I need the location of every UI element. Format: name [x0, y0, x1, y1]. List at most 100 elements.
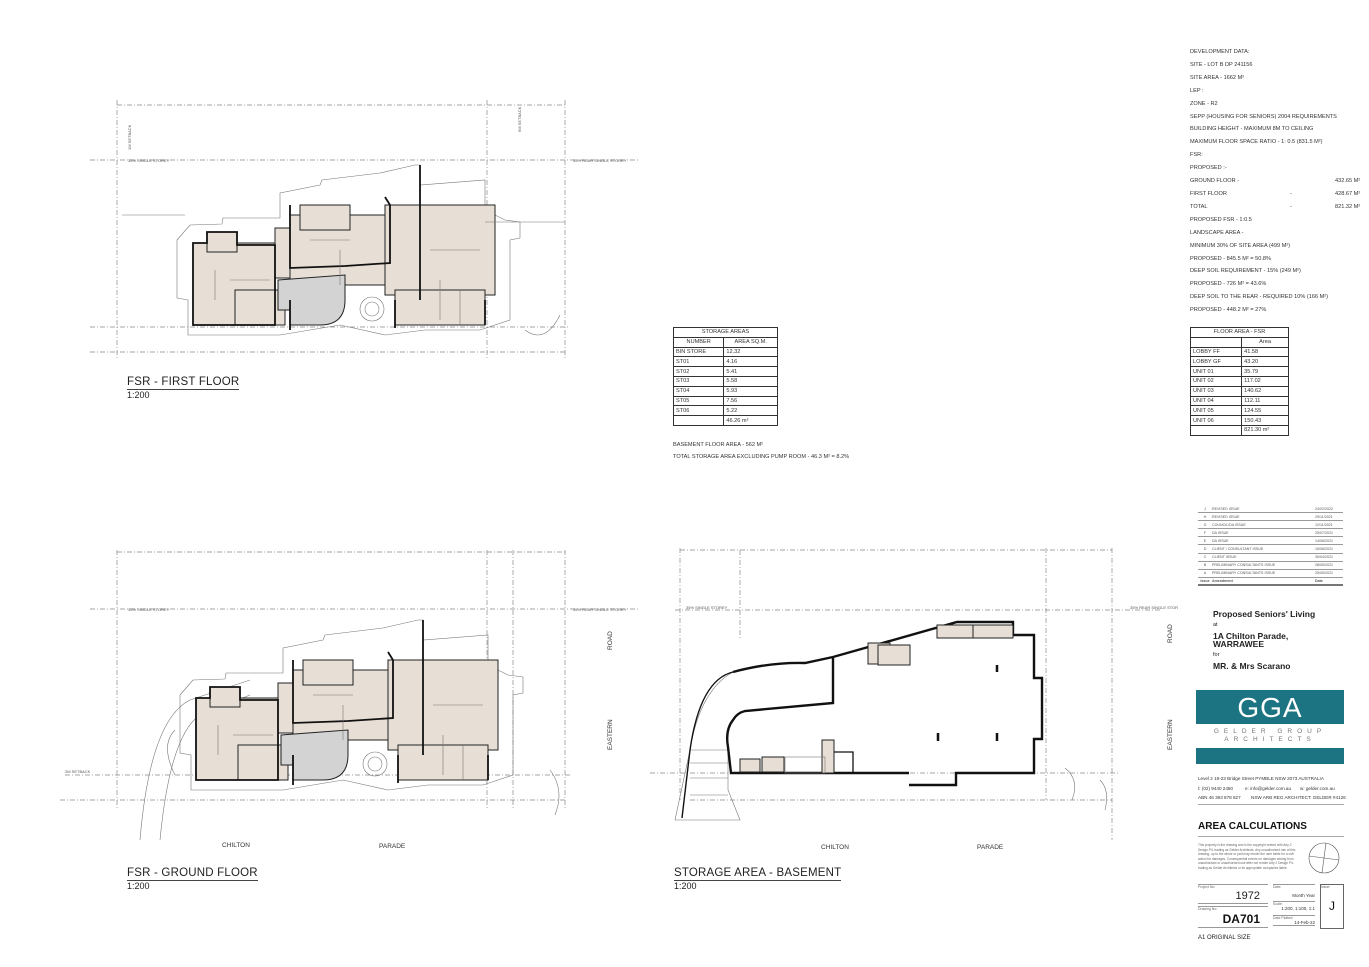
development-data-row: MINIMUM 30% OF SITE AREA (499 M²) [1190, 240, 1360, 253]
revision-cell: CLIENT / CONSULTANT ISSUE [1212, 547, 1264, 552]
col-header: NUMBER [672, 336, 725, 348]
development-data-row: TOTAL-821.32 M² [1190, 201, 1360, 214]
table-cell: ST03 [672, 375, 725, 387]
development-data-v: 432.65 M² [1335, 178, 1361, 185]
first-floor-plan: 35% SINGLE STOREY 35% REAR SINGLE STOREY… [90, 100, 640, 360]
table-cell: 46.26 m² [723, 415, 778, 426]
revision-cell: DA ISSUE [1212, 530, 1229, 535]
basement-plan: 35% SINGLE STOREY 35% REAR SINGLE STOR [650, 548, 1178, 840]
table-cell: 5.22 [723, 405, 778, 417]
table-cell: ST02 [672, 366, 725, 377]
table-cell: 12.32 [723, 346, 778, 358]
development-data-k: ZONE - R2 [1190, 100, 1218, 107]
logo-mark: GGA [1237, 692, 1303, 723]
development-data-k: FIRST FLOOR [1190, 190, 1227, 197]
development-data-k: PROPOSED - 726 M² = 43.6% [1190, 281, 1267, 288]
revision-cell: 29/11/2021 [1315, 514, 1333, 519]
development-data-d: - [1290, 203, 1292, 210]
sheet-size: A1 ORIGINAL SIZE [1198, 935, 1251, 941]
table-cell: 821.30 m² [1241, 424, 1289, 436]
table-cell: ST04 [672, 385, 725, 397]
revision-cell: PRELIMINARY CONSULTANTS ISSUE [1212, 571, 1276, 576]
firm-web: w: gelder.com.au [1300, 786, 1335, 791]
label: Scale: [1273, 902, 1283, 906]
street-label-road-gf: ROAD [607, 631, 614, 650]
revision-cell: 15/06/2021 [1315, 547, 1333, 552]
development-data-d: - [1290, 190, 1292, 197]
table-title: FLOOR AREA - FSR [1190, 327, 1289, 338]
revision-cell: 25/07/2021 [1315, 530, 1333, 535]
table-cell: UNIT 06 [1189, 415, 1243, 426]
plan-label-single-storey: 35% SINGLE STOREY [686, 605, 728, 610]
revision-cell: 12/11/2021 [1315, 522, 1333, 527]
table-cell: 117.02 [1241, 375, 1289, 387]
development-data-k: MINIMUM 30% OF SITE AREA (499 M²) [1190, 242, 1291, 249]
development-data-row: LEP : [1190, 85, 1360, 98]
development-data-d [1290, 240, 1335, 253]
table-cell: UNIT 02 [1189, 375, 1243, 387]
project-name: Proposed Seniors' Living [1213, 609, 1316, 619]
sheet-title: AREA CALCULATIONS [1198, 821, 1307, 832]
project-address-1: 1A Chilton Parade, [1213, 631, 1289, 641]
revision-cell: COUNCIL/DA ISSUE [1212, 522, 1246, 527]
development-data-d [1290, 111, 1335, 124]
plan-scale: 1:200 [674, 881, 697, 891]
revision-header-cell: Issue [1200, 578, 1210, 583]
development-data-d [1290, 72, 1335, 85]
development-data-k: GROUND FLOOR - [1190, 178, 1240, 185]
project-at: at [1213, 622, 1218, 628]
project-info: Proposed Seniors' Living at 1A Chilton P… [1213, 609, 1315, 672]
table-cell: UNIT 05 [1189, 405, 1243, 417]
first-floor-building [176, 164, 521, 336]
development-data-d [1290, 149, 1335, 162]
plan-label-single-storey: 35% SINGLE STOREY [128, 158, 170, 163]
revision-cell: F [1203, 530, 1207, 535]
revision-cell: 14/06/2021 [1315, 538, 1333, 543]
revision-cell: 24/02/2022 [1315, 506, 1333, 511]
plan-title: FSR - FIRST FLOOR [127, 376, 240, 390]
development-data-k: LEP : [1190, 87, 1204, 94]
development-data-k: SEPP (HOUSING FOR SENIORS) 2004 REQUIREM… [1190, 113, 1337, 120]
development-data-row: PROPOSED - 448.2 M² = 27% [1190, 304, 1360, 317]
basement-title-block: STORAGE AREA - BASEMENT 1:200 [674, 867, 842, 891]
label: Date Plotted: [1273, 916, 1294, 920]
col-header: AREA SQ.M. [723, 336, 778, 348]
revision-cell: 28/05/2021 [1315, 563, 1333, 568]
issue-cell: Issue: J [1320, 884, 1344, 929]
development-data-v: 428.67 M² [1335, 190, 1361, 197]
revision-cell: PRELIMINARY CONSULTANTS ISSUE [1212, 563, 1276, 568]
project-address-2: WARRAWEE [1213, 639, 1264, 649]
table-cell: 41.58 [1241, 346, 1289, 358]
development-data-row: DEEP SOIL TO THE REAR - REQUIRED 10% (16… [1190, 291, 1360, 304]
firm-email: e: info@gelder.com.au [1245, 786, 1292, 791]
project-number: 1972 [1235, 890, 1260, 902]
development-data-k: BUILDING HEIGHT - MAXIMUM 8M TO CEILING [1190, 126, 1314, 133]
development-data-d [1290, 162, 1335, 175]
development-data-row: FIRST FLOOR - 428.67 M² [1190, 188, 1360, 201]
development-data-d [1290, 46, 1335, 59]
table-cell [672, 415, 725, 426]
revision-cell: J [1204, 506, 1206, 511]
plan-label-single-storey: 35% SINGLE STOREY [128, 607, 170, 612]
first-floor-title-block: FSR - FIRST FLOOR 1:200 [127, 376, 240, 400]
plot-date: 14-Feb-22 [1273, 920, 1315, 926]
development-data-row: GROUND FLOOR - 432.65 M² [1190, 175, 1360, 188]
development-data-k: DEEP SOIL TO THE REAR - REQUIRED 10% (16… [1190, 294, 1329, 301]
north-arrow-icon [1308, 842, 1340, 874]
